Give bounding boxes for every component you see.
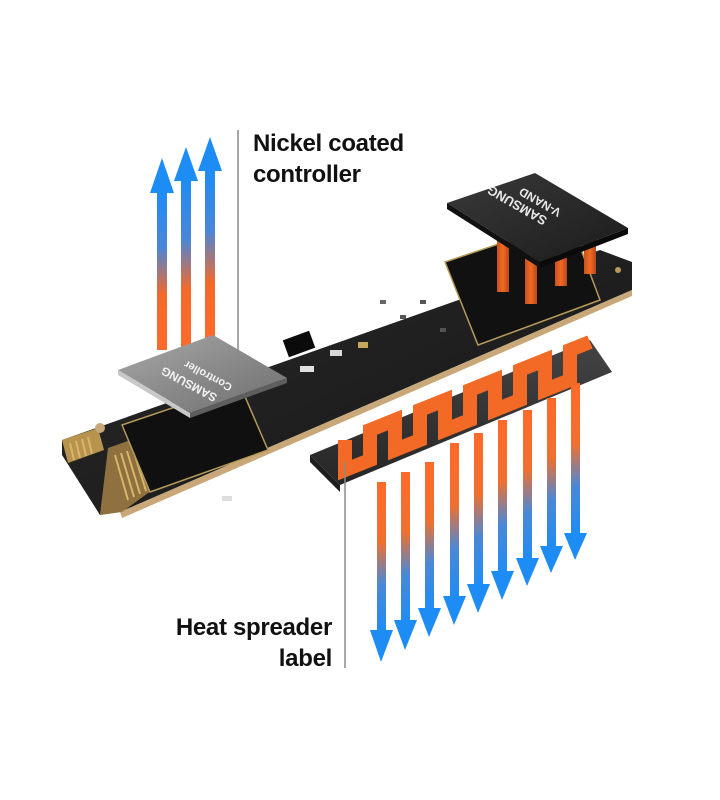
up-arrow-icon	[198, 137, 222, 344]
heat-spreader-callout-line2: label	[278, 645, 333, 672]
downward-heat-arrows	[370, 383, 587, 662]
down-arrow-icon	[418, 462, 441, 637]
smd-components	[222, 267, 621, 501]
down-arrow-icon	[564, 383, 587, 560]
controller-chip: SAMSUNG Controller	[118, 335, 287, 418]
ssd-pcb-board	[62, 219, 632, 518]
controller-callout-line2: controller	[253, 161, 361, 188]
down-arrow-icon	[443, 443, 466, 625]
copper-heat-fins	[338, 335, 593, 481]
down-arrow-icon	[491, 420, 514, 600]
down-arrow-icon	[394, 472, 417, 650]
controller-callout-line1: Nickel coated	[253, 130, 404, 157]
mounting-hole	[95, 423, 105, 433]
up-arrow-icon	[150, 158, 174, 350]
upward-heat-arrows	[150, 137, 222, 350]
nand-chip: SAMSUNG V-NAND	[447, 173, 628, 268]
heat-spreader-callout-line1: Heat spreader	[175, 614, 332, 641]
down-arrow-icon	[370, 482, 393, 662]
heat-spreader-label	[310, 340, 612, 485]
down-arrow-icon	[467, 433, 490, 613]
down-arrow-icon	[516, 410, 539, 586]
down-arrow-icon	[540, 398, 563, 573]
controller-callout: Nickel coated controller	[253, 128, 404, 190]
heat-spreader-callout: Heat spreader label	[176, 612, 332, 674]
up-arrow-icon	[174, 147, 198, 348]
